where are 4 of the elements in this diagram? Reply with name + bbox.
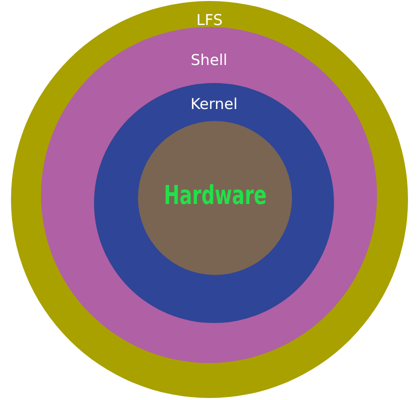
ring-label: Hardware	[164, 181, 266, 211]
ring-label: LFS	[196, 11, 223, 29]
ring-label: Shell	[190, 51, 228, 69]
ring-label: Kernel	[190, 95, 238, 113]
